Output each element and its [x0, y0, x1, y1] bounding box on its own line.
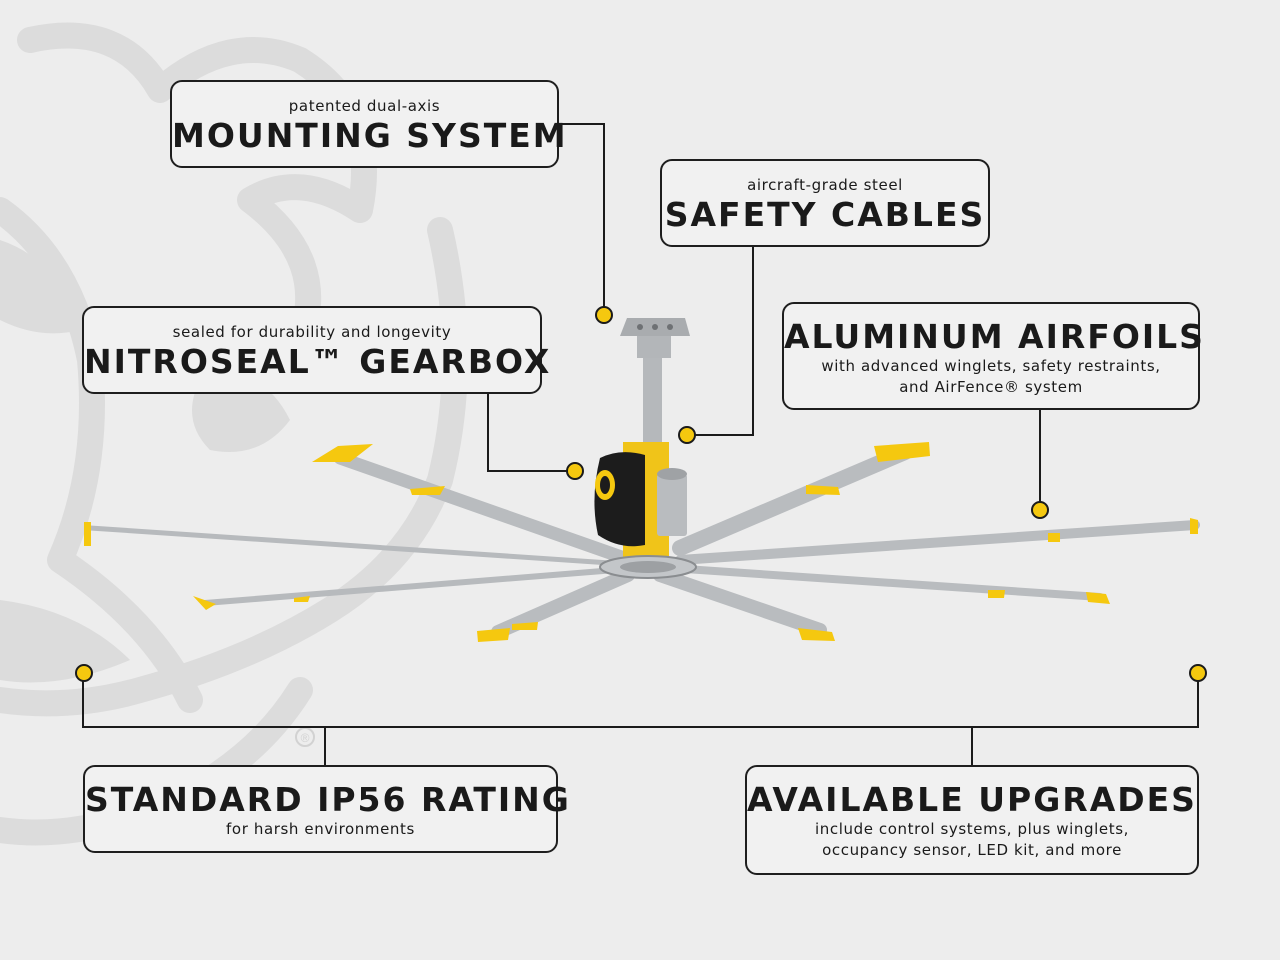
mount-and-motor: [594, 318, 697, 579]
callout-description-line: with advanced winglets, safety restraint…: [821, 357, 1161, 375]
callout-title: AVAILABLE UPGRADES: [747, 780, 1197, 819]
callout-nitroseal-gearbox: sealed for durability and longevity NITR…: [82, 306, 552, 394]
blade: [666, 564, 1104, 601]
connector-rating: [324, 726, 326, 766]
callout-title: ALUMINUM AIRFOILS: [784, 317, 1205, 356]
watermark-registered-mark: ®: [301, 731, 310, 745]
callout-safety-cables: aircraft-grade steel SAFETY CABLES: [660, 159, 990, 247]
connector-safety: [686, 434, 754, 436]
blade-winglets: [84, 442, 1198, 642]
callout-subtitle: for harsh environments: [226, 820, 415, 838]
fan-blades: [87, 444, 1200, 639]
callout-subtitle: aircraft-grade steel: [747, 176, 903, 194]
connector-mounting: [603, 123, 605, 315]
callout-available-upgrades: AVAILABLE UPGRADES include control syste…: [745, 765, 1199, 875]
callout-description-line: include control systems, plus winglets,: [815, 820, 1129, 838]
callout-dot-upgrades: [1189, 664, 1207, 682]
blade: [675, 520, 1200, 565]
connector-airfoils: [1039, 409, 1041, 511]
connector-bottom-bus: [82, 726, 1199, 728]
connector-bottom-left: [82, 672, 84, 728]
callout-title: STANDARD IP56 RATING: [85, 780, 571, 819]
blade: [202, 565, 643, 606]
callout-dot-mounting: [595, 306, 613, 324]
blade: [653, 568, 827, 637]
callout-subtitle: sealed for durability and longevity: [172, 323, 452, 341]
callout-title: SAFETY CABLES: [664, 195, 986, 234]
callout-title: MOUNTING SYSTEM: [172, 116, 568, 155]
blade: [491, 568, 635, 639]
connector-gearbox: [487, 470, 575, 472]
blade: [333, 451, 637, 567]
connector-safety: [752, 246, 754, 435]
callout-description-line: and AirFence® system: [899, 378, 1083, 396]
connector-mounting: [558, 123, 604, 125]
callout-dot-rating: [75, 664, 93, 682]
callout-dot-airfoils: [1031, 501, 1049, 519]
callout-description-line: occupancy sensor, LED kit, and more: [822, 841, 1122, 859]
callout-title: NITROSEAL™ GEARBOX: [84, 342, 552, 381]
connector-gearbox: [487, 392, 489, 471]
connector-upgrades: [971, 726, 973, 766]
blade: [87, 525, 643, 568]
callout-dot-safety: [678, 426, 696, 444]
callout-subtitle: patented dual-axis: [288, 97, 441, 115]
callout-standard-ip56-rating: STANDARD IP56 RATING for harsh environme…: [83, 765, 571, 853]
callout-aluminum-airfoils: ALUMINUM AIRFOILS with advanced winglets…: [782, 302, 1205, 410]
callout-mounting-system: patented dual-axis MOUNTING SYSTEM: [170, 80, 568, 168]
callout-dot-gearbox: [566, 462, 584, 480]
blade: [672, 444, 913, 556]
connector-bottom-right: [1197, 672, 1199, 728]
